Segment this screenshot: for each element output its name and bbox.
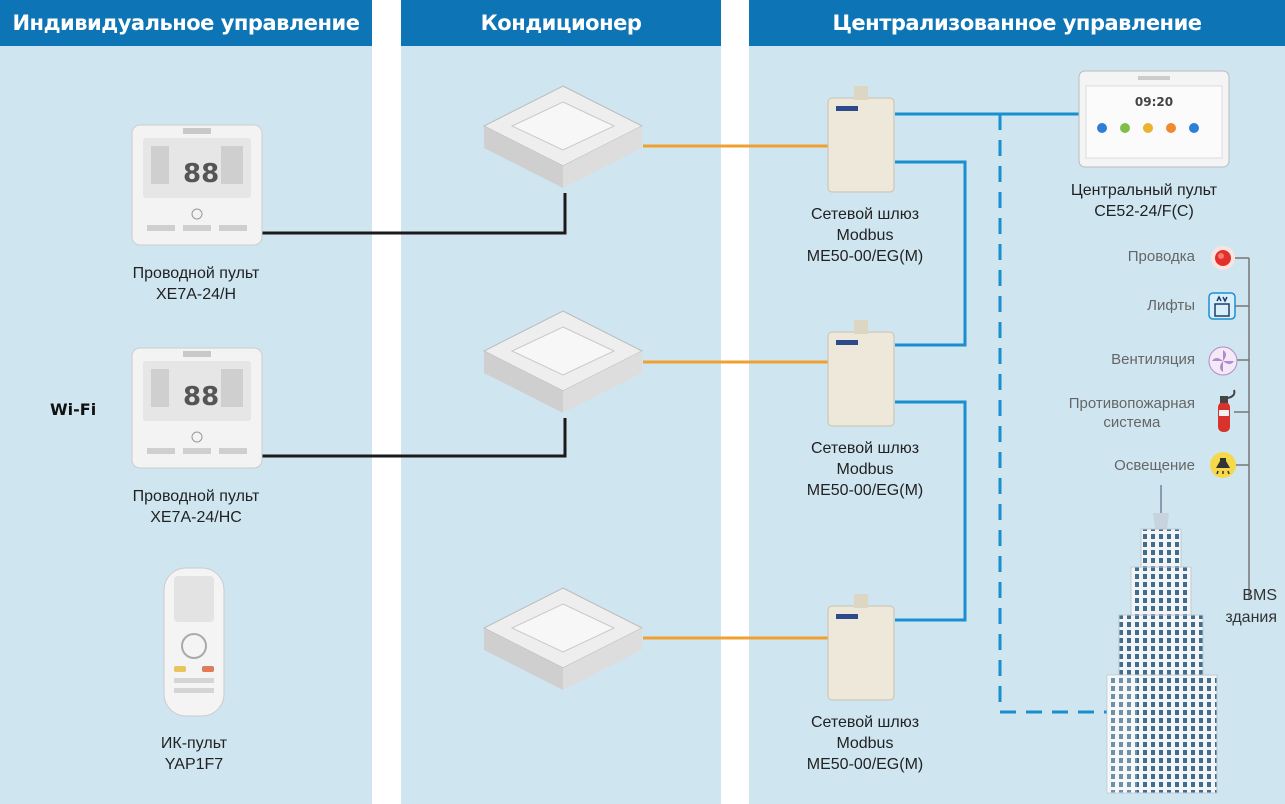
- gateway-1-label: Сетевой шлюз Modbus ME50-00/EG(M): [765, 204, 965, 267]
- bms-item-fire-line2: система: [1103, 414, 1161, 431]
- wire-gateway2-to-gateway3: [895, 400, 967, 622]
- wired-remote-2-model: XE7A-24/HC: [150, 509, 242, 526]
- central-panel-label: Центральный пульт CE52-24/F(C): [1034, 180, 1254, 222]
- ir-remote-icon: [163, 567, 225, 717]
- remote-display-digits: 88: [183, 382, 219, 412]
- gateway-3-line2: Modbus: [836, 735, 894, 752]
- wired-remote-1-label: Проводной пульт XE7A-24/H: [76, 263, 316, 305]
- cassette-ac-2-icon: [482, 310, 644, 413]
- wired-remote-2-label: Проводной пульт XE7A-24/HC: [76, 486, 316, 528]
- bms-title: BMS здания: [1225, 585, 1277, 629]
- bms-item-fire-line1: Противопожарная: [1068, 395, 1195, 412]
- gateway-1-line3: ME50-00/EG(M): [806, 248, 924, 265]
- ir-remote-label: ИК-пульт YAP1F7: [94, 733, 294, 775]
- bms-title-line1: BMS: [1242, 587, 1277, 604]
- central-panel-icon: 09:20: [1078, 70, 1230, 168]
- wire-bms-dashed: [998, 114, 1110, 714]
- gateway-3-line3: ME50-00/EG(M): [806, 756, 924, 773]
- wired-remote-1-model: XE7A-24/H: [155, 286, 237, 303]
- gateway-2-line1: Сетевой шлюз: [810, 440, 920, 457]
- bms-item-elevators: Лифты: [1147, 297, 1195, 314]
- fan-icon: [1208, 346, 1238, 376]
- lamp-icon: [1210, 452, 1236, 478]
- gateway-3-line1: Сетевой шлюз: [810, 714, 920, 731]
- individual-control-header: Индивидуальное управление: [0, 0, 372, 46]
- alarm-icon: [1211, 246, 1235, 270]
- wire-remote2-to-ac2: [262, 418, 567, 458]
- wire-remote1-to-ac1: [262, 193, 567, 235]
- gateway-3-icon: [827, 594, 895, 701]
- wired-remote-1-icon: 88: [131, 124, 263, 246]
- gateway-3-label: Сетевой шлюз Modbus ME50-00/EG(M): [765, 712, 965, 775]
- ir-remote-model: YAP1F7: [164, 756, 224, 773]
- gateway-1-icon: [827, 86, 895, 193]
- central-control-header: Централизованное управление: [749, 0, 1285, 46]
- cassette-ac-1-icon: [482, 85, 644, 188]
- bms-item-lighting: Освещение: [1114, 457, 1195, 474]
- remote-display-digits: 88: [183, 159, 219, 189]
- wifi-label: Wi-Fi: [50, 400, 97, 419]
- gateway-1-line1: Сетевой шлюз: [810, 206, 920, 223]
- wire-gateway1-to-gateway2: [895, 160, 967, 347]
- ir-remote-name: ИК-пульт: [160, 735, 228, 752]
- bms-item-ventilation: Вентиляция: [1111, 351, 1195, 368]
- gateway-1-line2: Modbus: [836, 227, 894, 244]
- bms-item-wiring: Проводка: [1127, 248, 1195, 265]
- gateway-2-line3: ME50-00/EG(M): [806, 482, 924, 499]
- building-icon: [1106, 485, 1218, 794]
- fire-extinguisher-icon: [1218, 389, 1236, 432]
- central-panel-time: 09:20: [1135, 95, 1173, 109]
- central-panel-name: Центральный пульт: [1070, 182, 1218, 199]
- bms-title-line2: здания: [1225, 609, 1277, 626]
- gateway-2-label: Сетевой шлюз Modbus ME50-00/EG(M): [765, 438, 965, 501]
- air-conditioner-header: Кондиционер: [401, 0, 721, 46]
- gateway-2-line2: Modbus: [836, 461, 894, 478]
- cassette-ac-3-icon: [482, 587, 644, 690]
- bms-item-fire-system: Противопожарная система: [1069, 394, 1195, 432]
- central-panel-model: CE52-24/F(C): [1094, 203, 1194, 220]
- wired-remote-2-name: Проводной пульт: [132, 488, 260, 505]
- wired-remote-2-icon: 88: [131, 347, 263, 469]
- wired-remote-1-name: Проводной пульт: [132, 265, 260, 282]
- gateway-2-icon: [827, 320, 895, 427]
- elevator-icon: [1208, 292, 1236, 320]
